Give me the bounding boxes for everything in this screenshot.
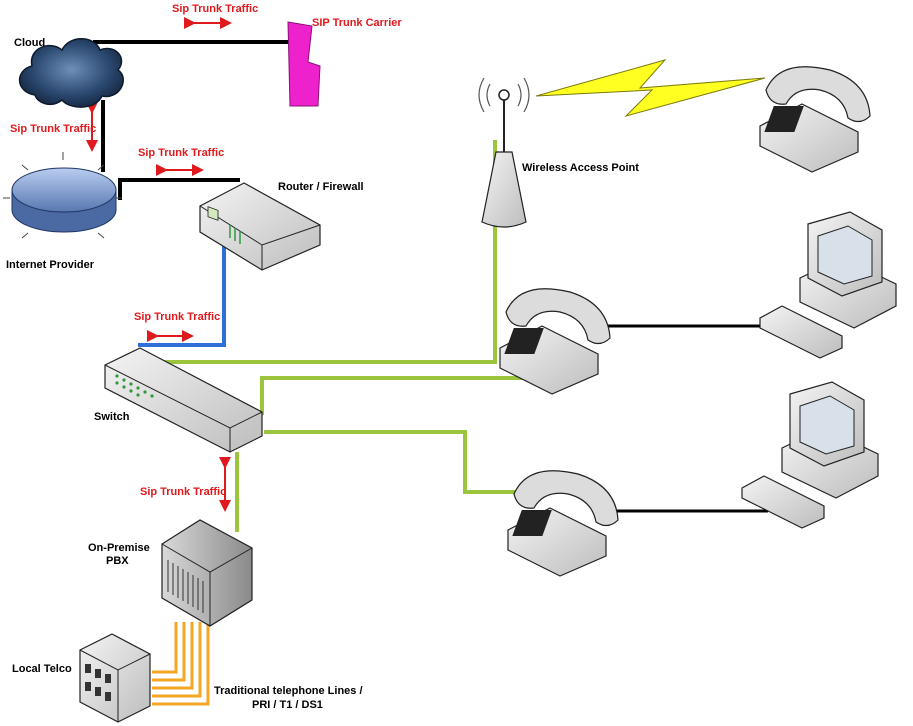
traffic-label-cloud: Sip Trunk Traffic — [10, 123, 96, 135]
link-isp-router — [118, 178, 240, 200]
label-traditional-line1: Traditional telephone Lines / — [214, 685, 363, 697]
label-local-telco: Local Telco — [12, 663, 72, 675]
switch-icon — [104, 347, 263, 453]
traffic-label-switch: Sip Trunk Traffic — [134, 311, 220, 323]
local-telco-icon — [79, 633, 151, 723]
links — [93, 40, 786, 706]
wireless-access-point-icon — [478, 77, 530, 228]
label-wap: Wireless Access Point — [522, 162, 639, 174]
phone-desk-icon — [499, 288, 611, 395]
label-pbx-line1: On-Premise — [88, 542, 150, 554]
labels: Cloud Internet Provider Router / Firewal… — [6, 3, 639, 711]
sip-carrier-icon — [287, 21, 321, 107]
traffic-label-top: Sip Trunk Traffic — [172, 3, 258, 15]
label-switch: Switch — [94, 411, 130, 423]
traffic-label-router: Sip Trunk Traffic — [138, 147, 224, 159]
router-icon — [199, 182, 321, 271]
label-internet-provider: Internet Provider — [6, 259, 95, 271]
traffic-arrows — [86, 17, 232, 512]
link-switch-phone2 — [260, 376, 528, 415]
label-pbx-line2: PBX — [106, 555, 129, 567]
link-cloud-carrier — [93, 40, 288, 45]
traffic-label-pbx: Sip Trunk Traffic — [140, 486, 226, 498]
cloud-icon — [18, 38, 124, 108]
link-switch-wap — [163, 140, 497, 364]
pbx-icon — [161, 519, 253, 627]
label-router: Router / Firewall — [278, 181, 364, 193]
link-router-switch — [138, 246, 226, 347]
computer-icon-2 — [741, 381, 879, 529]
lightning-bolt-icon — [535, 59, 766, 117]
internet-provider-icon — [3, 152, 122, 239]
label-traditional-line2: PRI / T1 / DS1 — [252, 699, 323, 711]
label-cloud: Cloud — [14, 37, 45, 49]
phone-desk-icon-2 — [507, 470, 619, 577]
traditional-lines — [152, 622, 210, 706]
computer-icon — [759, 211, 897, 359]
label-sip-carrier: SIP Trunk Carrier — [312, 17, 402, 29]
phone-wireless-icon — [759, 66, 871, 173]
link-switch-phone3 — [264, 430, 524, 494]
